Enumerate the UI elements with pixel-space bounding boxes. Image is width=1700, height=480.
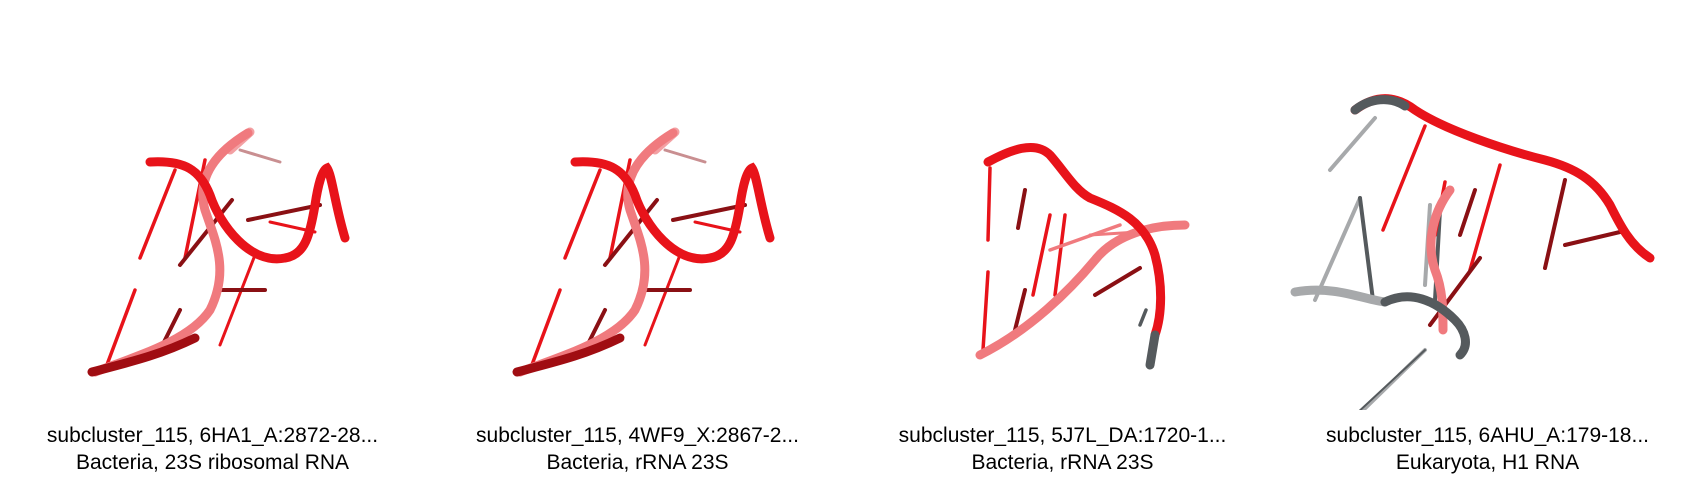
structure-organism-3: Bacteria, rRNA 23S [971,451,1154,474]
rna-structure-image-1 [87,127,350,377]
rna-structure-image-2 [512,127,775,377]
structure-panel-3: subcluster_115, 5J7L_DA:1720-1... Bacter… [850,0,1275,480]
structure-panel-2: subcluster_115, 4WF9_X:2867-2... Bacteri… [425,0,850,480]
structure-organism-2: Bacteria, rRNA 23S [546,451,729,474]
structure-organism-4: Eukaryota, H1 RNA [1395,451,1580,474]
rna-structure-image-4 [1290,94,1655,410]
structure-organism-1: Bacteria, 23S ribosomal RNA [75,451,350,474]
structure-panel-1: subcluster_115, 6HA1_A:2872-28... Bacter… [0,0,425,480]
structure-label-3: subcluster_115, 5J7L_DA:1720-1... [898,424,1227,447]
structure-label-1: subcluster_115, 6HA1_A:2872-28... [46,424,379,447]
rna-structure-image-3 [975,142,1190,370]
structure-label-2: subcluster_115, 4WF9_X:2867-2... [476,424,799,447]
structure-label-4: subcluster_115, 6AHU_A:179-18... [1326,424,1649,447]
structure-panel-4: subcluster_115, 6AHU_A:179-18... Eukaryo… [1275,0,1700,480]
